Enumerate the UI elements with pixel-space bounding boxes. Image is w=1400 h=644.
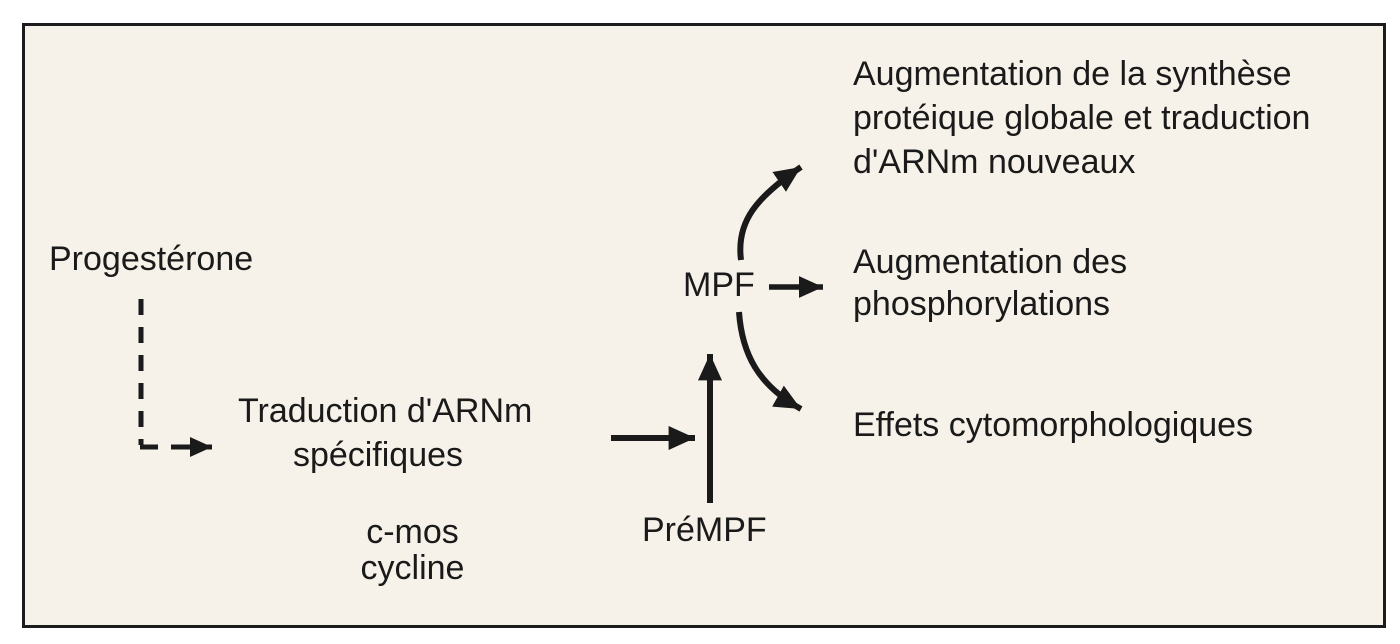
node-augmentation-synthese: Augmentation de la synthèse protéique gl… [853, 52, 1310, 184]
node-synthese-line3: d'ARNm nouveaux [853, 143, 1136, 181]
node-progesterone: Progestérone [49, 240, 254, 278]
node-phospho-line1: Augmentation des [853, 243, 1128, 281]
node-cmos: c-mos [366, 513, 459, 551]
node-synthese-line1: Augmentation de la synthèse [853, 55, 1292, 93]
node-phospho-line2: phosphorylations [853, 285, 1111, 323]
node-traduction-line1: Traduction d'ARNm [238, 392, 533, 430]
node-traduction-arnm-specifiques: Traduction d'ARNm spécifiques [238, 389, 533, 477]
node-augmentation-phosphorylations: Augmentation des phosphorylations [853, 241, 1127, 325]
node-cycline: cycline [360, 549, 465, 587]
node-prempf: PréMPF [642, 511, 767, 549]
node-synthese-line2: protéique globale et traduction [853, 99, 1311, 137]
node-cmos-cycline: c-mos cycline [340, 514, 485, 586]
node-effets-cytomorphologiques: Effets cytomorphologiques [853, 406, 1254, 444]
node-traduction-line2: spécifiques [292, 436, 464, 474]
diagram-frame [22, 23, 1386, 628]
node-mpf: MPF [683, 266, 755, 304]
